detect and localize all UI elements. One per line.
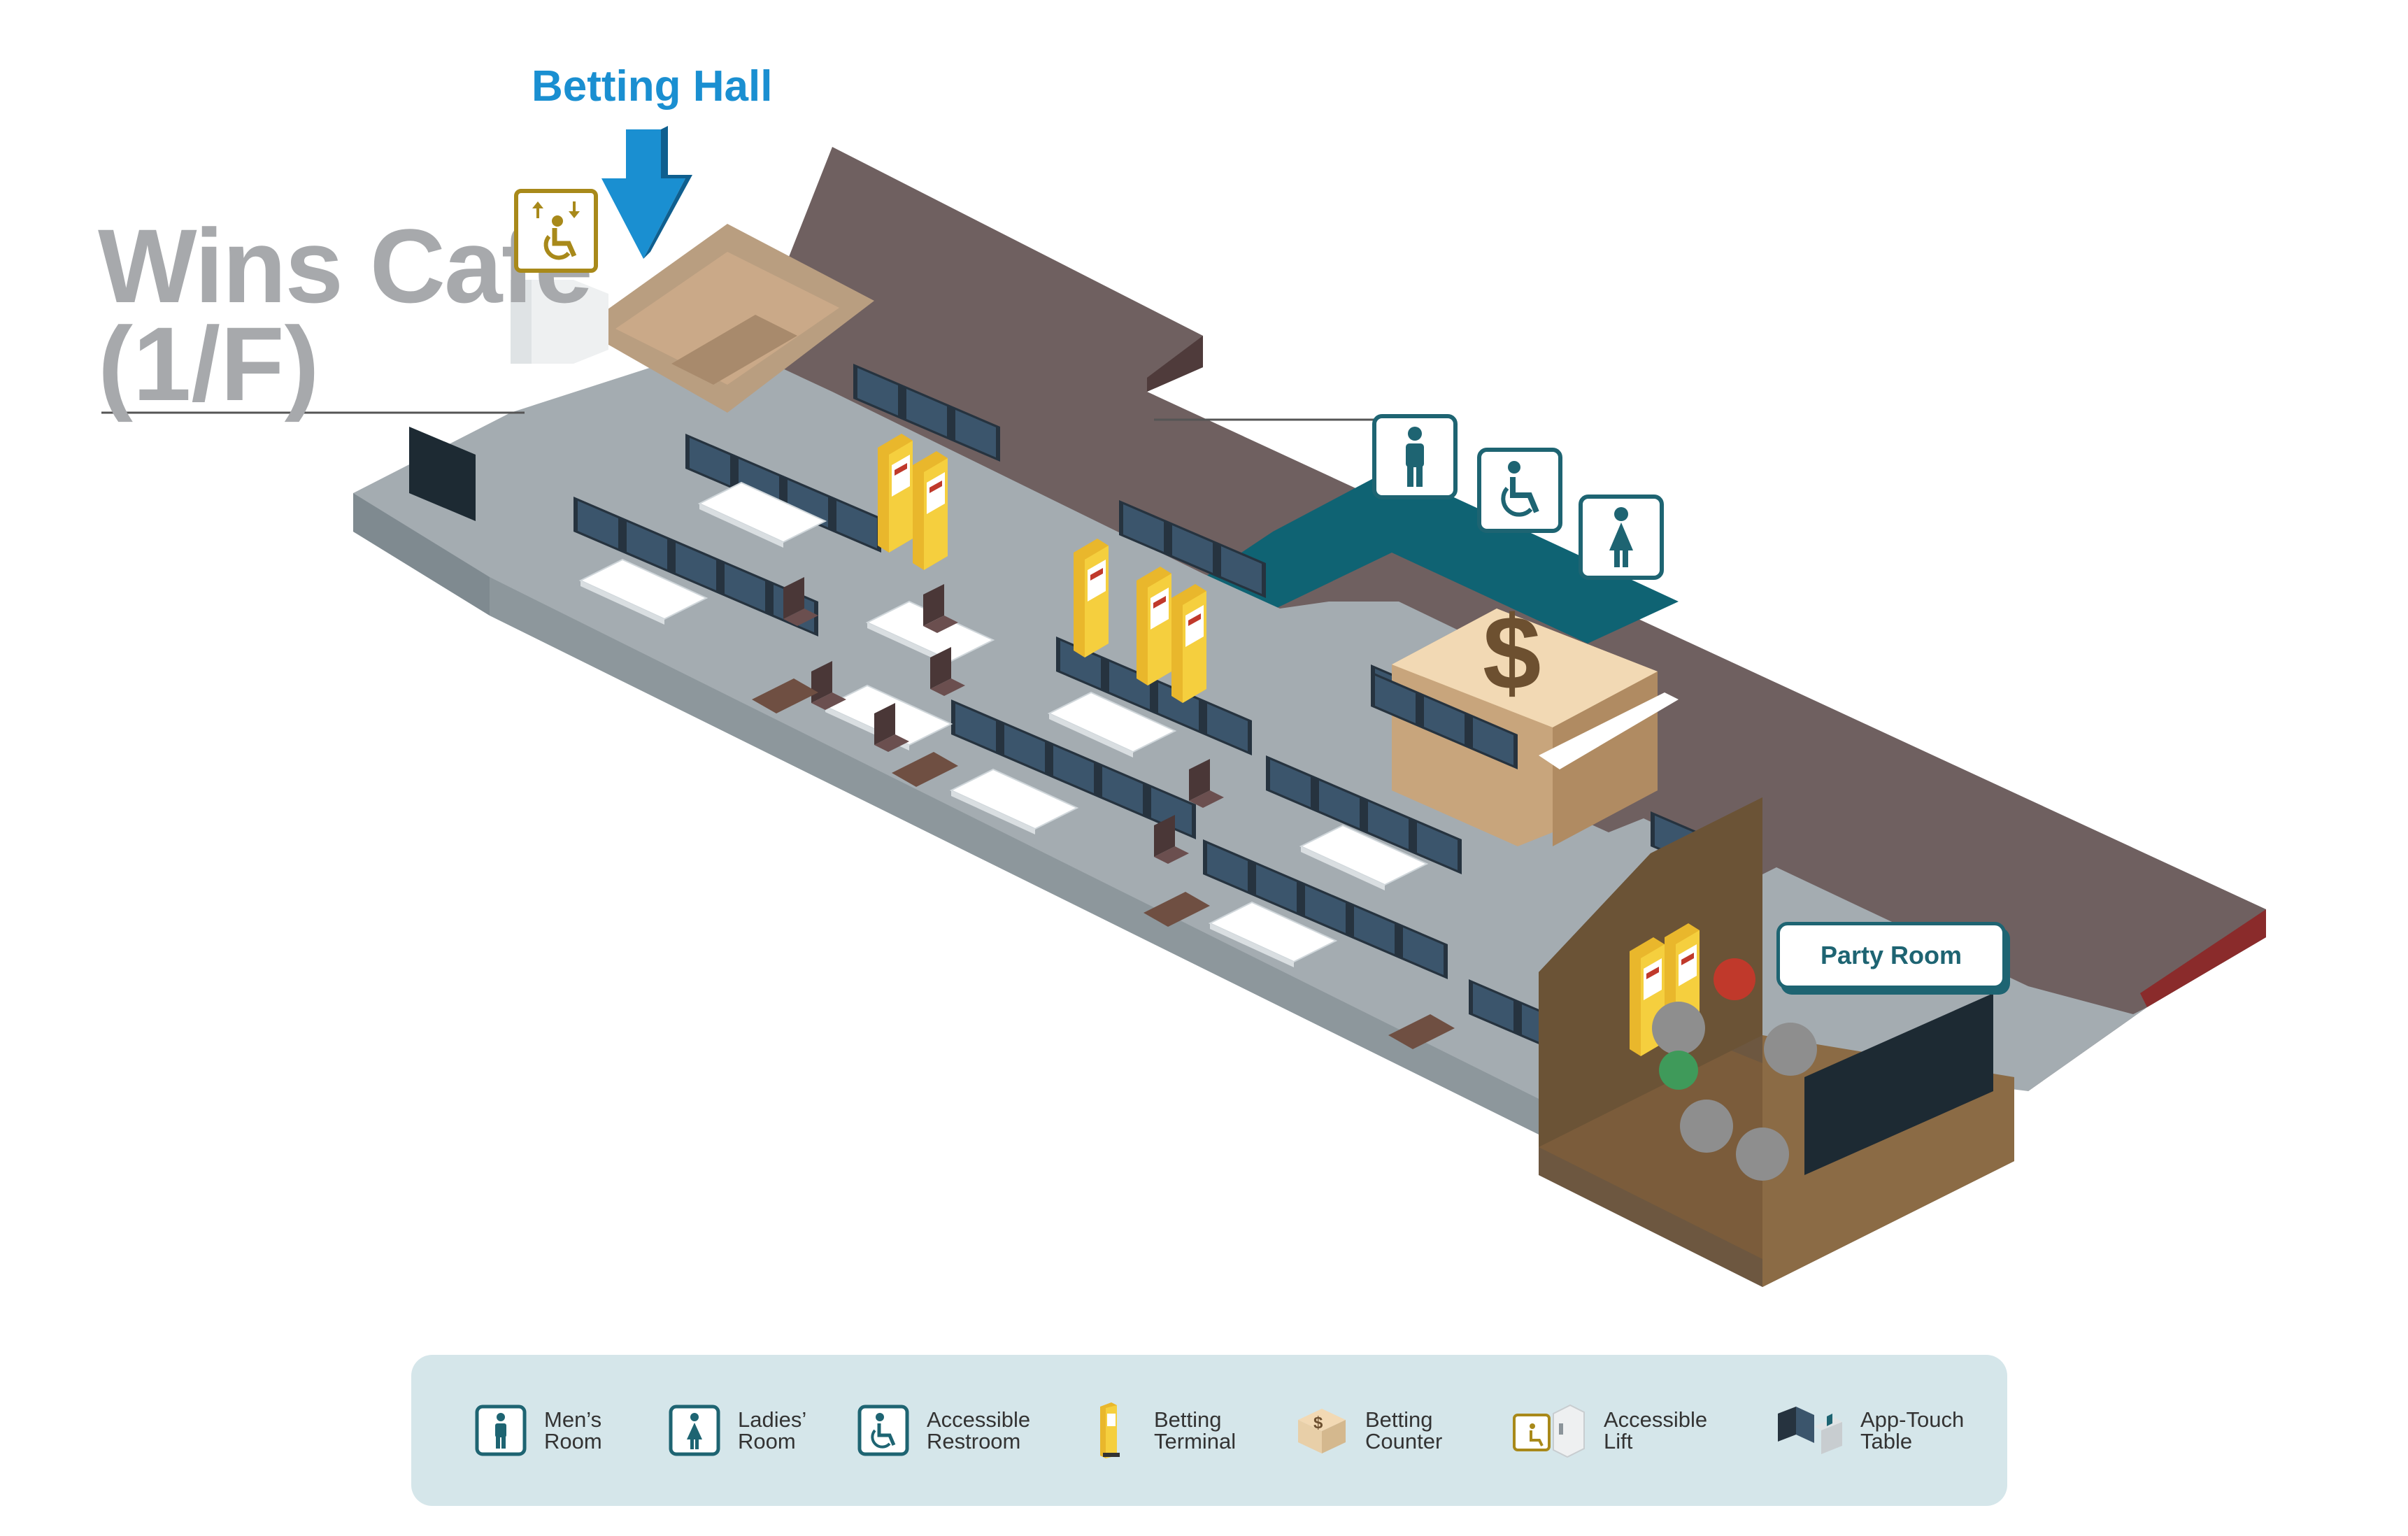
legend-item-betting-terminal: Betting Terminal <box>1083 1355 1236 1506</box>
accessible-lift-icon <box>514 189 598 273</box>
betting-counter-icon: $ <box>1294 1402 1350 1458</box>
app-touch-table-icon <box>1775 1402 1845 1458</box>
legend-label: Ladies’ Room <box>738 1407 807 1453</box>
betting-hall-arrow <box>601 126 692 259</box>
legend-item-ladies-room: Ladies’ Room <box>667 1355 806 1506</box>
legend-item-accessible-restroom: Accessible Restroom <box>855 1355 1030 1506</box>
map-title: Wins Cafe <box>98 207 593 325</box>
legend-label: Betting Counter <box>1365 1407 1443 1453</box>
mens-room-icon <box>1372 414 1458 499</box>
map-legend: Men’s Room Ladies’ Room Accessible Restr… <box>411 1355 2007 1506</box>
ladies-room-icon <box>667 1402 722 1458</box>
wall-screen-left <box>409 427 476 521</box>
party-room-label[interactable]: Party Room <box>1776 922 2006 989</box>
floor-label: (1/F) <box>98 305 320 422</box>
betting-terminal-icon <box>1083 1402 1139 1458</box>
legend-label: Accessible Lift <box>1604 1407 1708 1453</box>
floor-edge-left <box>353 493 490 616</box>
lift-shaft <box>511 280 608 364</box>
floor-edge-front <box>490 577 1776 1252</box>
mens-room-icon <box>473 1402 529 1458</box>
right-wall-edge <box>2140 909 2266 1007</box>
ladies-room-icon <box>1579 495 1664 580</box>
accessible-restroom-icon <box>855 1402 911 1458</box>
legend-item-accessible-lift: Accessible Lift <box>1511 1355 1707 1506</box>
legend-item-app-touch-table: App-Touch Table <box>1775 1355 1964 1506</box>
accessible-lift-icon <box>1511 1402 1588 1458</box>
betting-hall-label[interactable]: Betting Hall <box>532 62 773 111</box>
restroom-corridor <box>1147 469 1679 643</box>
legend-item-betting-counter: $ Betting Counter <box>1294 1355 1442 1506</box>
legend-label: Accessible Restroom <box>927 1407 1031 1453</box>
accessible-restroom-icon <box>1477 448 1562 533</box>
legend-item-mens-room: Men’s Room <box>473 1355 602 1506</box>
betting-counter: $ <box>1371 594 1679 846</box>
legend-label: Betting Terminal <box>1154 1407 1237 1453</box>
legend-label: Men’s Room <box>544 1407 602 1453</box>
back-wall-edge <box>1147 336 1203 392</box>
svg-text:$: $ <box>1313 1414 1323 1432</box>
party-room-screen-wall <box>1804 993 1993 1175</box>
svg-text:$: $ <box>1483 594 1541 711</box>
legend-label: App-Touch Table <box>1860 1407 1965 1453</box>
party-room <box>1539 797 2014 1287</box>
